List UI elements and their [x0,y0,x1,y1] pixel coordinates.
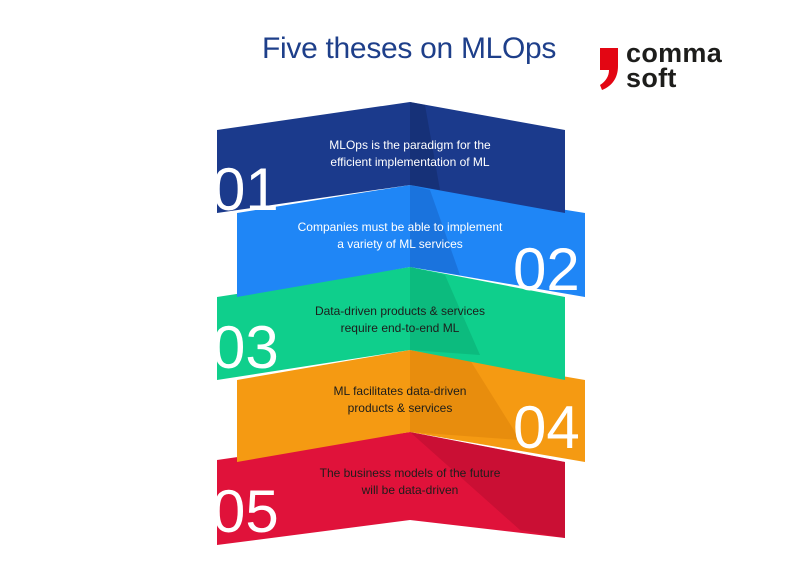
thesis-04-line2: products & services [347,401,453,415]
logo-text-soft: soft [626,63,677,93]
thesis-05-line1: The business models of the future [319,466,501,480]
commasoft-logo: comma soft [598,40,748,92]
thesis-01-line1: MLOps is the paradigm for the [329,138,491,152]
thesis-04-text: ML facilitates data-driven products & se… [275,383,525,417]
band-04 [237,350,585,462]
band-05-shade [410,432,565,538]
thesis-04-number: 04 [513,394,580,461]
thesis-04-line1: ML facilitates data-driven [333,384,467,398]
page-title: Five theses on MLOps [262,32,557,65]
thesis-01-number: 01 [212,156,279,223]
thesis-02-number: 02 [513,236,580,303]
thesis-03-number: 03 [212,314,279,381]
logo-text-comma: comma [626,38,723,68]
band-01 [217,102,565,213]
thesis-05-number: 05 [212,478,279,545]
thesis-03-line1: Data-driven products & services [314,304,486,318]
band-02-shade [410,185,460,275]
thesis-03-line2: require end-to-end ML [340,321,460,335]
thesis-01-text: MLOps is the paradigm for the efficient … [285,137,535,171]
band-01-shade [410,102,440,190]
band-04-shade [410,350,520,440]
thesis-02-line1: Companies must be able to implement [297,220,503,234]
thesis-05-line2: will be data-driven [361,483,459,497]
band-03-shade [410,267,480,355]
thesis-02-line2: a variety of ML services [337,237,463,251]
thesis-05-text: The business models of the future will b… [285,465,535,499]
comma-logo-icon [600,48,618,90]
thesis-01-line2: efficient implementation of ML [330,155,490,169]
thesis-03-text: Data-driven products & services require … [275,303,525,337]
thesis-02-text: Companies must be able to implement a va… [275,219,525,253]
